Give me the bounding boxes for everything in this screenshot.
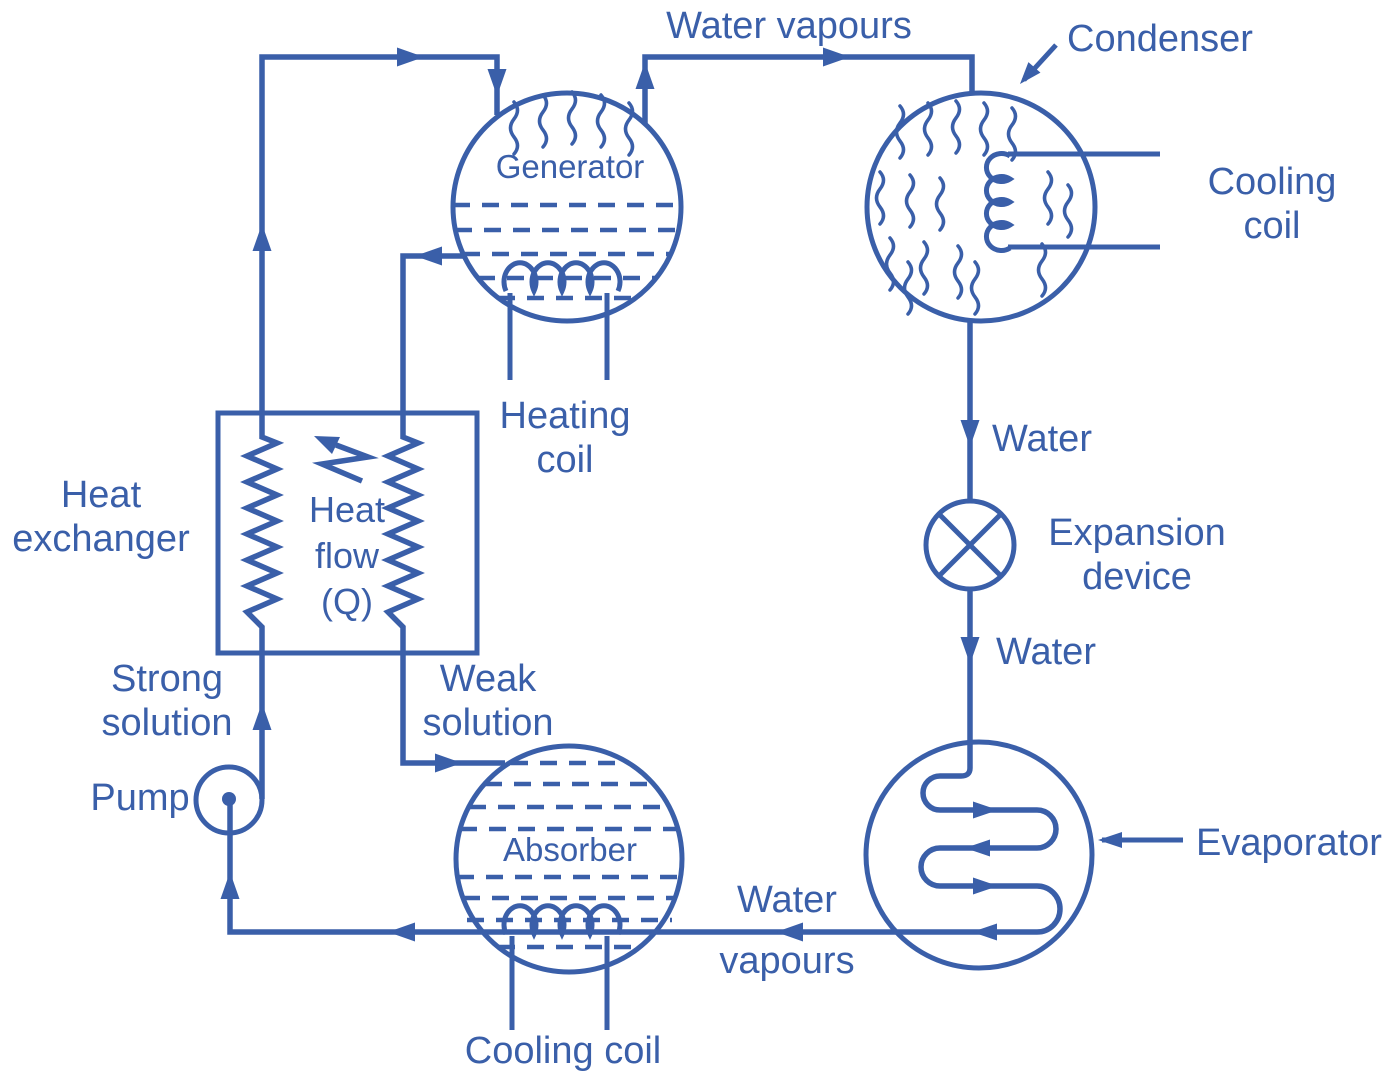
heat-flow-label: Heat flow (Q) xyxy=(308,488,386,623)
strong-solution-label: Strong solution xyxy=(101,657,233,744)
generator-vessel xyxy=(450,90,684,380)
vapour-wave-icon xyxy=(537,93,549,149)
heat-flow-bolt xyxy=(312,442,379,484)
evaporator-pointer-arrowhead xyxy=(1098,832,1122,848)
vapour-wave-icon xyxy=(595,93,607,149)
pipe-weak-solution xyxy=(381,253,505,766)
pipe-water-vapours-bottom xyxy=(227,802,893,935)
heat-exchanger-label: Heat exchanger xyxy=(12,473,190,560)
heat-exchanger-box xyxy=(215,410,480,656)
generator-label: Generator xyxy=(495,147,645,185)
pump-symbol xyxy=(193,764,265,836)
water-lower-label: Water xyxy=(996,630,1096,673)
pipe-expansion-evaporator-serpentine xyxy=(893,589,1063,935)
weak-solution-label: Weak solution xyxy=(422,657,554,744)
cooling-coil-bottom-label: Cooling coil xyxy=(464,1029,662,1072)
pump-label: Pump xyxy=(90,776,190,819)
piping xyxy=(227,54,1063,935)
cooling-coil-right-label: Cooling coil xyxy=(1207,160,1337,247)
evaporator-label: Evaporator xyxy=(1196,821,1382,864)
pipe-strong-solution xyxy=(240,54,500,799)
expansion-device-label: Expansion device xyxy=(1048,511,1226,598)
pipe-water-vapours-top xyxy=(642,54,975,124)
water-upper-label: Water xyxy=(992,417,1092,460)
expansion-device-symbol xyxy=(923,498,1017,592)
condenser-label: Condenser xyxy=(1067,17,1253,60)
water-vapours-top-label: Water vapours xyxy=(666,4,912,47)
cooling-coil-condenser-icon xyxy=(984,151,1160,253)
flow-arrowheads xyxy=(220,47,998,942)
absorber-label: Absorber xyxy=(503,830,637,868)
condenser-vessel xyxy=(864,43,1160,324)
absorber-vessel xyxy=(453,743,685,1030)
heat-flow-arrowhead xyxy=(314,436,340,454)
heating-coil-label: Heating coil xyxy=(499,394,631,481)
cooling-coil-absorber-icon xyxy=(501,903,623,1030)
water-vapours-bottom-label: Water vapours xyxy=(719,879,855,982)
vapour-wave-icon xyxy=(566,90,578,146)
evaporator-vessel xyxy=(863,739,1183,971)
heating-coil-icon xyxy=(501,260,623,380)
condenser-pointer-arrowhead xyxy=(1020,62,1041,84)
